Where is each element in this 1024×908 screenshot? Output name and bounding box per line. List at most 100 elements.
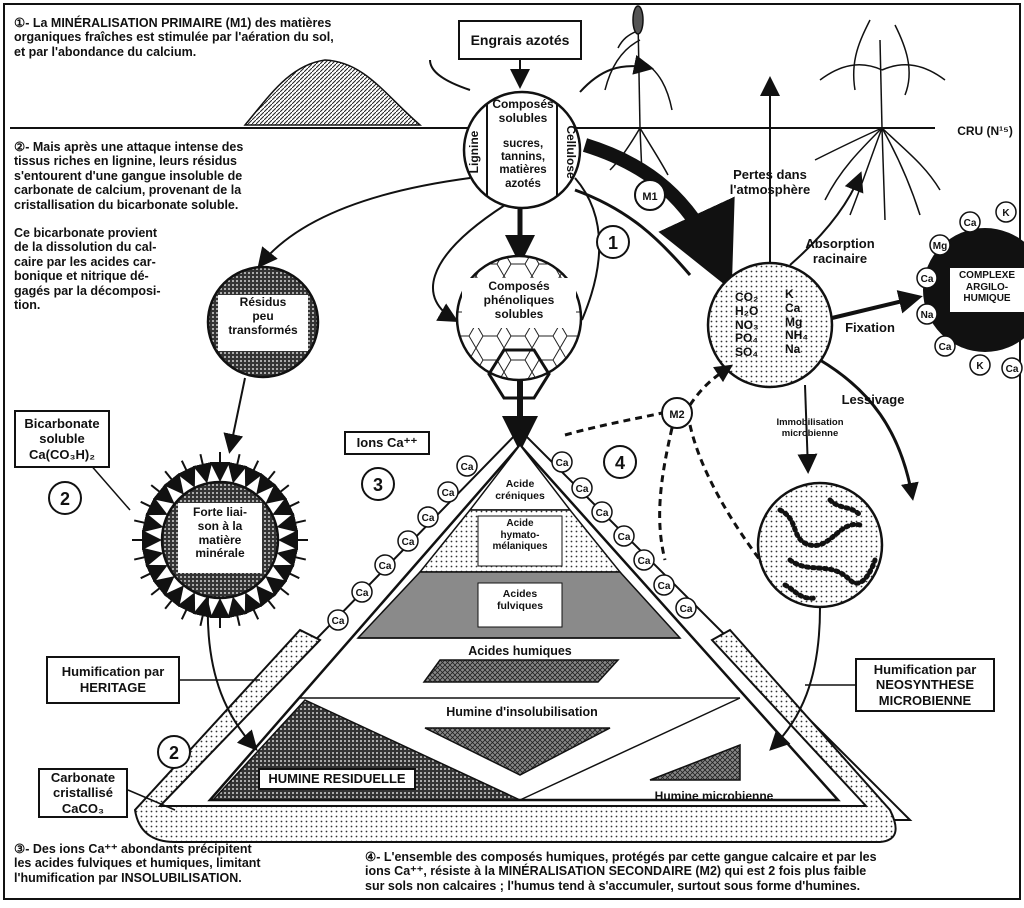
spike-arrow xyxy=(177,592,196,620)
spike-arrow xyxy=(177,460,196,488)
cation-6-badge xyxy=(969,354,991,376)
ca-ion-left-1-badge xyxy=(437,481,459,503)
cation-4-badge xyxy=(916,303,938,325)
cation-3-badge xyxy=(916,267,938,289)
complexe-label: COMPLEXE ARGILO- HUMIQUE xyxy=(958,270,1016,304)
cellulose-label: Cellulose xyxy=(564,125,578,179)
ca-ion-right-1-label: Ca xyxy=(576,484,589,495)
acide-hymato-label: Acide hymato- mélaniques xyxy=(492,518,548,552)
ions-ca-box: Ions Ca⁺⁺ xyxy=(344,431,430,455)
m1-label: M1 xyxy=(642,191,657,203)
num3-label: 3 xyxy=(373,475,383,495)
ca-ion-right-0-label: Ca xyxy=(556,458,569,469)
forte-label: Forte liai- son à la matière minérale xyxy=(192,505,247,561)
arrow-residus-down xyxy=(223,377,246,454)
acide-creniques-label: Acide créniques xyxy=(495,478,545,503)
num3-badge xyxy=(361,467,395,501)
cation-0-badge xyxy=(959,211,981,233)
ca-ion-left-6-label: Ca xyxy=(332,616,345,627)
ca-ion-left-2-badge xyxy=(417,506,439,528)
cation-4-label: Na xyxy=(921,310,934,321)
immobilisation-label: Immobilisation microbienne xyxy=(776,417,844,439)
ca-ion-right-5-label: Ca xyxy=(658,581,671,592)
arrow-m1-thin xyxy=(574,188,692,276)
phenoliques-label: Composés phénoliques solubles xyxy=(483,279,555,321)
m1-badge xyxy=(634,179,666,211)
cation-7-label: Ca xyxy=(1006,364,1019,375)
divider-microbienne xyxy=(519,697,741,801)
composes-solubles-label: Composés solubles xyxy=(492,97,554,125)
spike-arrow xyxy=(244,592,263,620)
arrow-engrais-plant xyxy=(579,55,654,93)
cation-2-badge xyxy=(929,234,951,256)
spike-arrow xyxy=(244,460,263,488)
arrow-neosynthese xyxy=(769,607,821,751)
spike-arrow xyxy=(133,547,164,568)
ca-ion-left-6-badge xyxy=(327,609,349,631)
spike-arrow xyxy=(272,564,300,583)
arrow-m2-down-right xyxy=(688,424,762,561)
ca-ion-left-0-badge xyxy=(456,455,478,477)
acides-fulviques-label: Acides fulviques xyxy=(496,588,544,613)
ca-ion-right-4-label: Ca xyxy=(638,556,651,567)
ca-ion-left-4-label: Ca xyxy=(379,561,392,572)
humine-micro-label: Humine microbienne xyxy=(655,789,774,803)
cation-1-badge xyxy=(995,201,1017,223)
humiques-bar xyxy=(422,659,620,683)
spike-arrow xyxy=(192,453,213,484)
ca-ion-left-5-label: Ca xyxy=(356,588,369,599)
arrow-curve-left xyxy=(432,204,506,322)
hymato-label-bg xyxy=(477,515,563,567)
num1-label: 1 xyxy=(608,233,618,253)
ca-ion-left-0-label: Ca xyxy=(461,462,474,473)
arrow-to-residus xyxy=(257,177,471,269)
cation-1-label: K xyxy=(1002,208,1010,219)
forte-liaison-spikes xyxy=(132,452,308,628)
spike-arrow xyxy=(163,470,184,495)
bicarbonate-box: Bicarbonate soluble Ca(CO₃H)₂ xyxy=(14,410,110,468)
complexe-label-bg xyxy=(950,268,1024,312)
spike-arrow xyxy=(163,585,184,610)
cation-7-badge xyxy=(1001,357,1023,379)
sucres-label: sucres, tannins, matières azotés xyxy=(499,138,547,190)
cation-2-label: Mg xyxy=(933,241,947,252)
spike-arrow xyxy=(140,564,168,583)
arrow-fixation xyxy=(831,290,923,320)
arrow-heritage xyxy=(206,597,258,751)
ca-ion-right-0-badge xyxy=(551,451,573,473)
spike-arrow xyxy=(227,596,248,627)
note-4: ④- L'ensemble des composés humiques, pro… xyxy=(365,850,877,893)
absorption-label: Absorption racinaire xyxy=(805,236,875,266)
residus-label: Résidus peu transformés xyxy=(228,295,298,337)
spike-arrow xyxy=(150,576,175,597)
arrow-mound xyxy=(429,59,471,91)
spike-arrow xyxy=(227,453,248,484)
spike-arrow xyxy=(256,470,277,495)
humine-residuelle-box: HUMINE RESIDUELLE xyxy=(258,768,416,790)
fixation-label: Fixation xyxy=(845,320,895,335)
num4-label: 4 xyxy=(615,453,625,473)
spike-arrow xyxy=(276,547,307,568)
spike-arrow xyxy=(133,512,164,533)
spike-arrow xyxy=(150,483,175,504)
ca-ion-right-4-badge xyxy=(633,549,655,571)
ca-ion-left-1-label: Ca xyxy=(442,488,455,499)
microbe-chains-icon xyxy=(777,497,878,601)
humine-micro-triangle xyxy=(649,743,741,781)
arrow-m2-up xyxy=(688,364,733,406)
arrow-m1-mineralisation xyxy=(582,138,735,291)
carbonate-box: Carbonate cristallisé CaCO₃ xyxy=(38,768,128,818)
ions-right-label: K Ca Mg NH₄ Na xyxy=(785,287,809,357)
cation-5-badge xyxy=(934,335,956,357)
num1-badge xyxy=(596,225,630,259)
m2-label: M2 xyxy=(669,409,684,421)
cation-3-label: Ca xyxy=(921,274,934,285)
spike-arrow xyxy=(272,497,300,516)
ca-ion-right-1-badge xyxy=(571,477,593,499)
plant-right-roots-icon xyxy=(814,19,946,221)
